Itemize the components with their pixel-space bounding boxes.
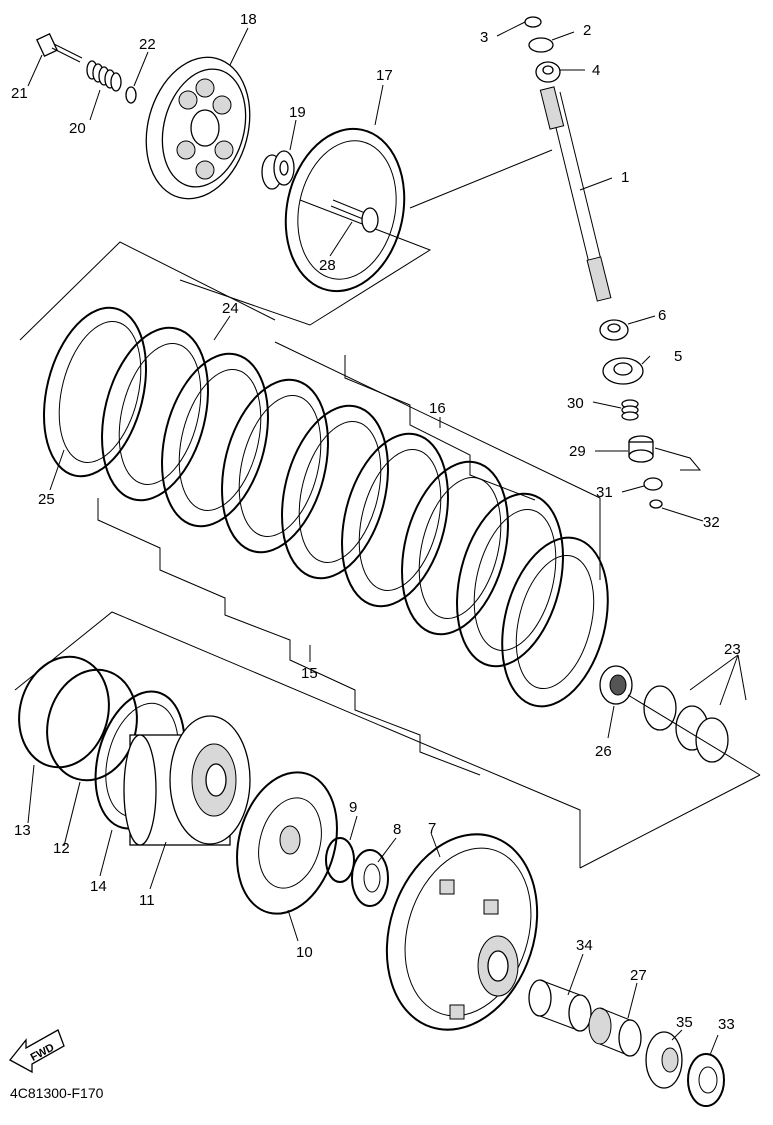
callout-35: 35	[676, 1014, 693, 1031]
callout-30: 30	[567, 395, 584, 412]
callout-6: 6	[658, 307, 666, 324]
callout-3: 3	[480, 29, 488, 46]
callout-22: 22	[139, 36, 156, 53]
callout-20: 20	[69, 120, 86, 137]
callout-8: 8	[393, 821, 401, 838]
callout-18: 18	[240, 11, 257, 28]
pressure-plate-part-18	[145, 56, 251, 200]
callout-4: 4	[592, 62, 600, 79]
callout-10: 10	[296, 944, 313, 961]
leader-lines	[27, 21, 719, 1056]
push-rod-part-28	[330, 199, 379, 233]
callout-32: 32	[703, 514, 720, 531]
bearing-part-19	[261, 150, 295, 190]
callout-21: 21	[11, 85, 28, 102]
lever-part-29	[628, 435, 702, 471]
clutch-boss-part-11	[123, 715, 251, 846]
callout-27: 27	[630, 967, 647, 984]
bolt-part-21	[35, 33, 83, 63]
washer-part-9	[325, 837, 355, 883]
callout-33: 33	[718, 1016, 735, 1033]
seal-part-4	[535, 61, 561, 83]
ring-part-13	[18, 655, 110, 769]
plate-part-23	[643, 654, 747, 763]
callout-11: 11	[139, 892, 155, 909]
shaft-part-1	[539, 86, 612, 302]
gear-part-35	[645, 1031, 683, 1089]
callout-34: 34	[576, 937, 593, 954]
callout-25: 25	[38, 491, 55, 508]
callout-5: 5	[674, 348, 682, 365]
callout-31: 31	[596, 484, 613, 501]
clip-part-32	[649, 499, 663, 509]
callout-17: 17	[376, 67, 393, 84]
washer-part-2	[528, 37, 554, 53]
callout-29: 29	[569, 443, 586, 460]
pressure-plate-group	[35, 33, 432, 326]
callout-12: 12	[53, 840, 70, 857]
friction-plate-part-17	[284, 127, 406, 293]
callout-9: 9	[349, 799, 357, 816]
callout-labels: 1 2 3 4 5 6 7 8 9 10 11 12 13 14 15 16 1…	[11, 11, 741, 1033]
clutch-plate-stack	[101, 326, 609, 708]
pressure-plate-part-10	[236, 771, 338, 915]
callout-23: 23	[724, 641, 741, 658]
clutch-plate-stack-group	[19, 241, 747, 776]
callout-13: 13	[14, 822, 31, 839]
forward-arrow-icon: FWD	[9, 1029, 65, 1074]
callout-24: 24	[222, 300, 239, 317]
callout-15: 15	[301, 665, 318, 682]
spring-part-30	[621, 399, 639, 421]
diagram-code: 4C81300-F170	[10, 1085, 104, 1101]
callout-28: 28	[319, 257, 336, 274]
clip-part-3	[524, 16, 542, 28]
push-lever-shaft-group	[409, 16, 702, 509]
washer-part-33	[687, 1053, 725, 1107]
callout-16: 16	[429, 400, 446, 417]
washer-part-8	[351, 849, 389, 907]
clutch-housing-part-7	[385, 833, 539, 1031]
washer-part-31	[643, 477, 663, 491]
callout-19: 19	[289, 104, 306, 121]
callout-2: 2	[583, 22, 591, 39]
needle-bearing-part-27	[588, 1007, 642, 1057]
callout-7: 7	[428, 820, 436, 837]
spring-part-20	[86, 60, 122, 92]
callout-26: 26	[595, 743, 612, 760]
callout-14: 14	[90, 878, 107, 895]
bearing-part-26	[599, 665, 633, 705]
bearing-part-6	[599, 319, 629, 341]
callout-1: 1	[621, 169, 629, 186]
clutch-housing-group	[14, 611, 761, 1107]
washer-part-22	[125, 86, 137, 104]
friction-plate-part-25	[42, 306, 148, 478]
oil-seal-part-5	[602, 357, 644, 385]
spacer-part-34	[528, 979, 592, 1032]
